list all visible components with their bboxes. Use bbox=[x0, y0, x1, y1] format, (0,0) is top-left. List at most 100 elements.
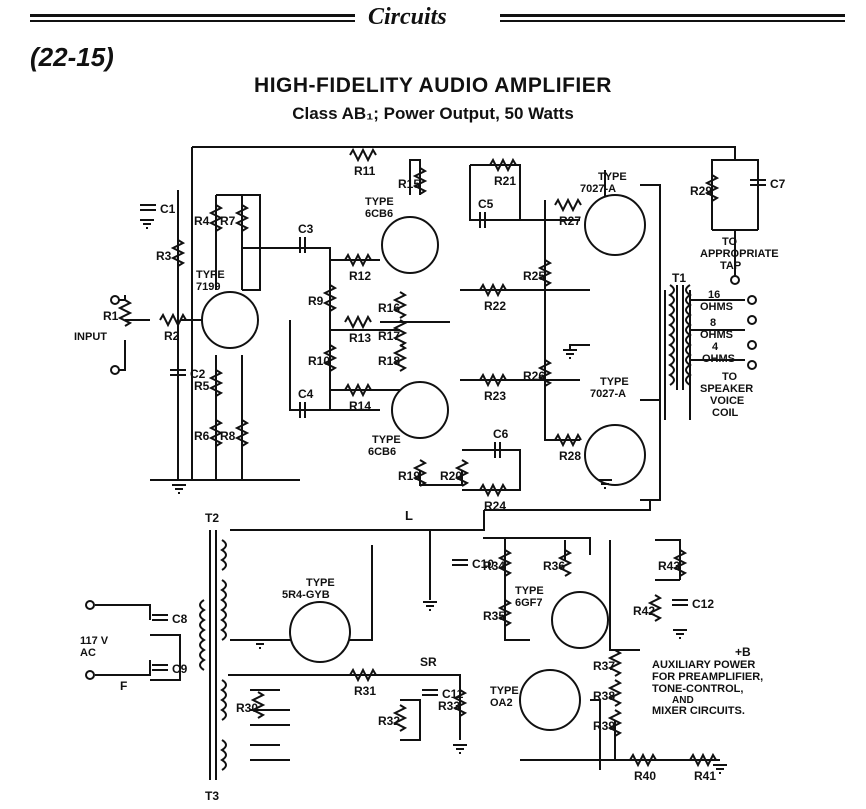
resistor-group: R1R2R3R4R5R6R7R8R9R10R11R12R13R14R15R16R… bbox=[103, 147, 720, 783]
resistor-r11 bbox=[349, 147, 377, 163]
label-r21: R21 bbox=[494, 174, 516, 188]
resistor-r28 bbox=[554, 432, 582, 448]
label-tap: TAP bbox=[720, 260, 741, 272]
label-aux-2: FOR PREAMPLIFIER, bbox=[652, 671, 763, 683]
label-type-7027a-a: TYPE bbox=[598, 171, 627, 183]
label-ohms-16: OHMS bbox=[700, 301, 733, 313]
label-type-7199: TYPE bbox=[196, 269, 225, 281]
tube-oa2 bbox=[519, 669, 581, 731]
resistor-r41 bbox=[689, 752, 717, 768]
resistor-r20 bbox=[454, 459, 470, 487]
label-5r4gyb: 5R4-GYB bbox=[282, 589, 330, 601]
header-rule-left bbox=[30, 14, 355, 22]
resistor-r21 bbox=[489, 157, 517, 173]
resistor-r25 bbox=[537, 259, 553, 287]
resistor-r1 bbox=[117, 299, 133, 327]
label-c1: C1 bbox=[160, 202, 176, 216]
label-plus-b: +B bbox=[735, 645, 751, 659]
label-layer: TYPE 7199 TYPE 6CB6 TYPE 6CB6 TYPE 7027-… bbox=[74, 171, 779, 717]
resistor-r23 bbox=[479, 372, 507, 388]
label-aux-5: MIXER CIRCUITS. bbox=[652, 705, 745, 717]
label-r33: R33 bbox=[438, 699, 460, 713]
label-c11: C11 bbox=[442, 687, 464, 701]
label-r8: R8 bbox=[220, 429, 236, 443]
label-7199: 7199 bbox=[196, 281, 220, 293]
diagram-title: HIGH-FIDELITY AUDIO AMPLIFIER bbox=[254, 74, 612, 97]
resistor-r30 bbox=[250, 691, 266, 719]
label-r16: R16 bbox=[378, 301, 400, 315]
tube-6cb6-lower bbox=[391, 381, 449, 439]
label-r28: R28 bbox=[559, 449, 581, 463]
resistor-r17 bbox=[392, 319, 408, 347]
capacitor-c2 bbox=[170, 369, 186, 376]
label-r5: R5 bbox=[194, 379, 210, 393]
label-sr: SR bbox=[420, 655, 437, 669]
label-ohms-4: OHMS bbox=[702, 353, 735, 365]
tube-7027a-lower bbox=[584, 424, 646, 486]
resistor-r35 bbox=[497, 599, 513, 627]
resistor-r9 bbox=[322, 284, 338, 312]
label-r39: R39 bbox=[593, 719, 615, 733]
resistor-r15 bbox=[412, 167, 428, 195]
resistor-r14 bbox=[344, 382, 372, 398]
label-r18: R18 bbox=[378, 354, 400, 368]
resistor-r36 bbox=[557, 549, 573, 577]
capacitor-c8 bbox=[152, 614, 168, 621]
label-r3: R3 bbox=[156, 249, 172, 263]
label-r4: R4 bbox=[194, 214, 210, 228]
power-transformer-t2 bbox=[199, 530, 227, 780]
resistor-r38 bbox=[607, 679, 623, 707]
label-type-6cb6-b: TYPE bbox=[372, 434, 401, 446]
label-aux-3: TONE-CONTROL, bbox=[652, 683, 743, 695]
label-r38: R38 bbox=[593, 689, 615, 703]
resistor-r37 bbox=[607, 649, 623, 677]
label-type-7027a-b: TYPE bbox=[600, 376, 629, 388]
label-c6: C6 bbox=[493, 427, 509, 441]
circuit-number: (22-15) bbox=[30, 42, 114, 72]
capacitor-c12 bbox=[672, 599, 688, 606]
resistor-r8 bbox=[234, 419, 250, 447]
label-c8: C8 bbox=[172, 612, 188, 626]
label-c12: C12 bbox=[692, 597, 714, 611]
resistor-r19 bbox=[412, 459, 428, 487]
resistor-r2 bbox=[159, 312, 187, 328]
resistor-r3 bbox=[170, 239, 186, 267]
resistor-r10 bbox=[322, 344, 338, 372]
label-coil: COIL bbox=[712, 407, 739, 419]
label-7027a-b: 7027-A bbox=[590, 388, 626, 400]
label-6cb6-b: 6CB6 bbox=[368, 446, 396, 458]
resistor-r31 bbox=[349, 667, 377, 683]
capacitor-c1 bbox=[140, 204, 156, 211]
label-r1: R1 bbox=[103, 309, 119, 323]
label-type-6cb6-a: TYPE bbox=[365, 196, 394, 208]
label-r11: R11 bbox=[354, 164, 376, 178]
label-r43: R43 bbox=[658, 559, 680, 573]
label-speaker: SPEAKER bbox=[700, 383, 753, 395]
resistor-r4 bbox=[208, 204, 224, 232]
tube-6gf7 bbox=[551, 591, 609, 649]
label-c5: C5 bbox=[478, 197, 494, 211]
capacitor-c5 bbox=[479, 212, 486, 228]
resistor-r18 bbox=[392, 344, 408, 372]
label-r31: R31 bbox=[354, 684, 376, 698]
output-transformer-t1 bbox=[668, 284, 692, 390]
label-c3: C3 bbox=[298, 222, 314, 236]
resistor-r27 bbox=[554, 197, 582, 213]
label-16: 16 bbox=[708, 289, 720, 301]
label-r6: R6 bbox=[194, 429, 210, 443]
resistor-r12 bbox=[344, 252, 372, 268]
label-fuse: F bbox=[120, 679, 127, 693]
label-r23: R23 bbox=[484, 389, 506, 403]
capacitor-c3 bbox=[299, 237, 306, 253]
page-header: Circuits bbox=[0, 4, 866, 34]
label-c4: C4 bbox=[298, 387, 314, 401]
label-ac: AC bbox=[80, 647, 96, 659]
wiring bbox=[95, 146, 759, 770]
capacitor-c9 bbox=[152, 664, 168, 671]
label-c7: C7 bbox=[770, 177, 786, 191]
label-input: INPUT bbox=[74, 331, 107, 343]
label-r40: R40 bbox=[634, 769, 656, 783]
label-r24: R24 bbox=[484, 499, 506, 513]
label-6gf7: 6GF7 bbox=[515, 597, 543, 609]
label-r22: R22 bbox=[484, 299, 506, 313]
